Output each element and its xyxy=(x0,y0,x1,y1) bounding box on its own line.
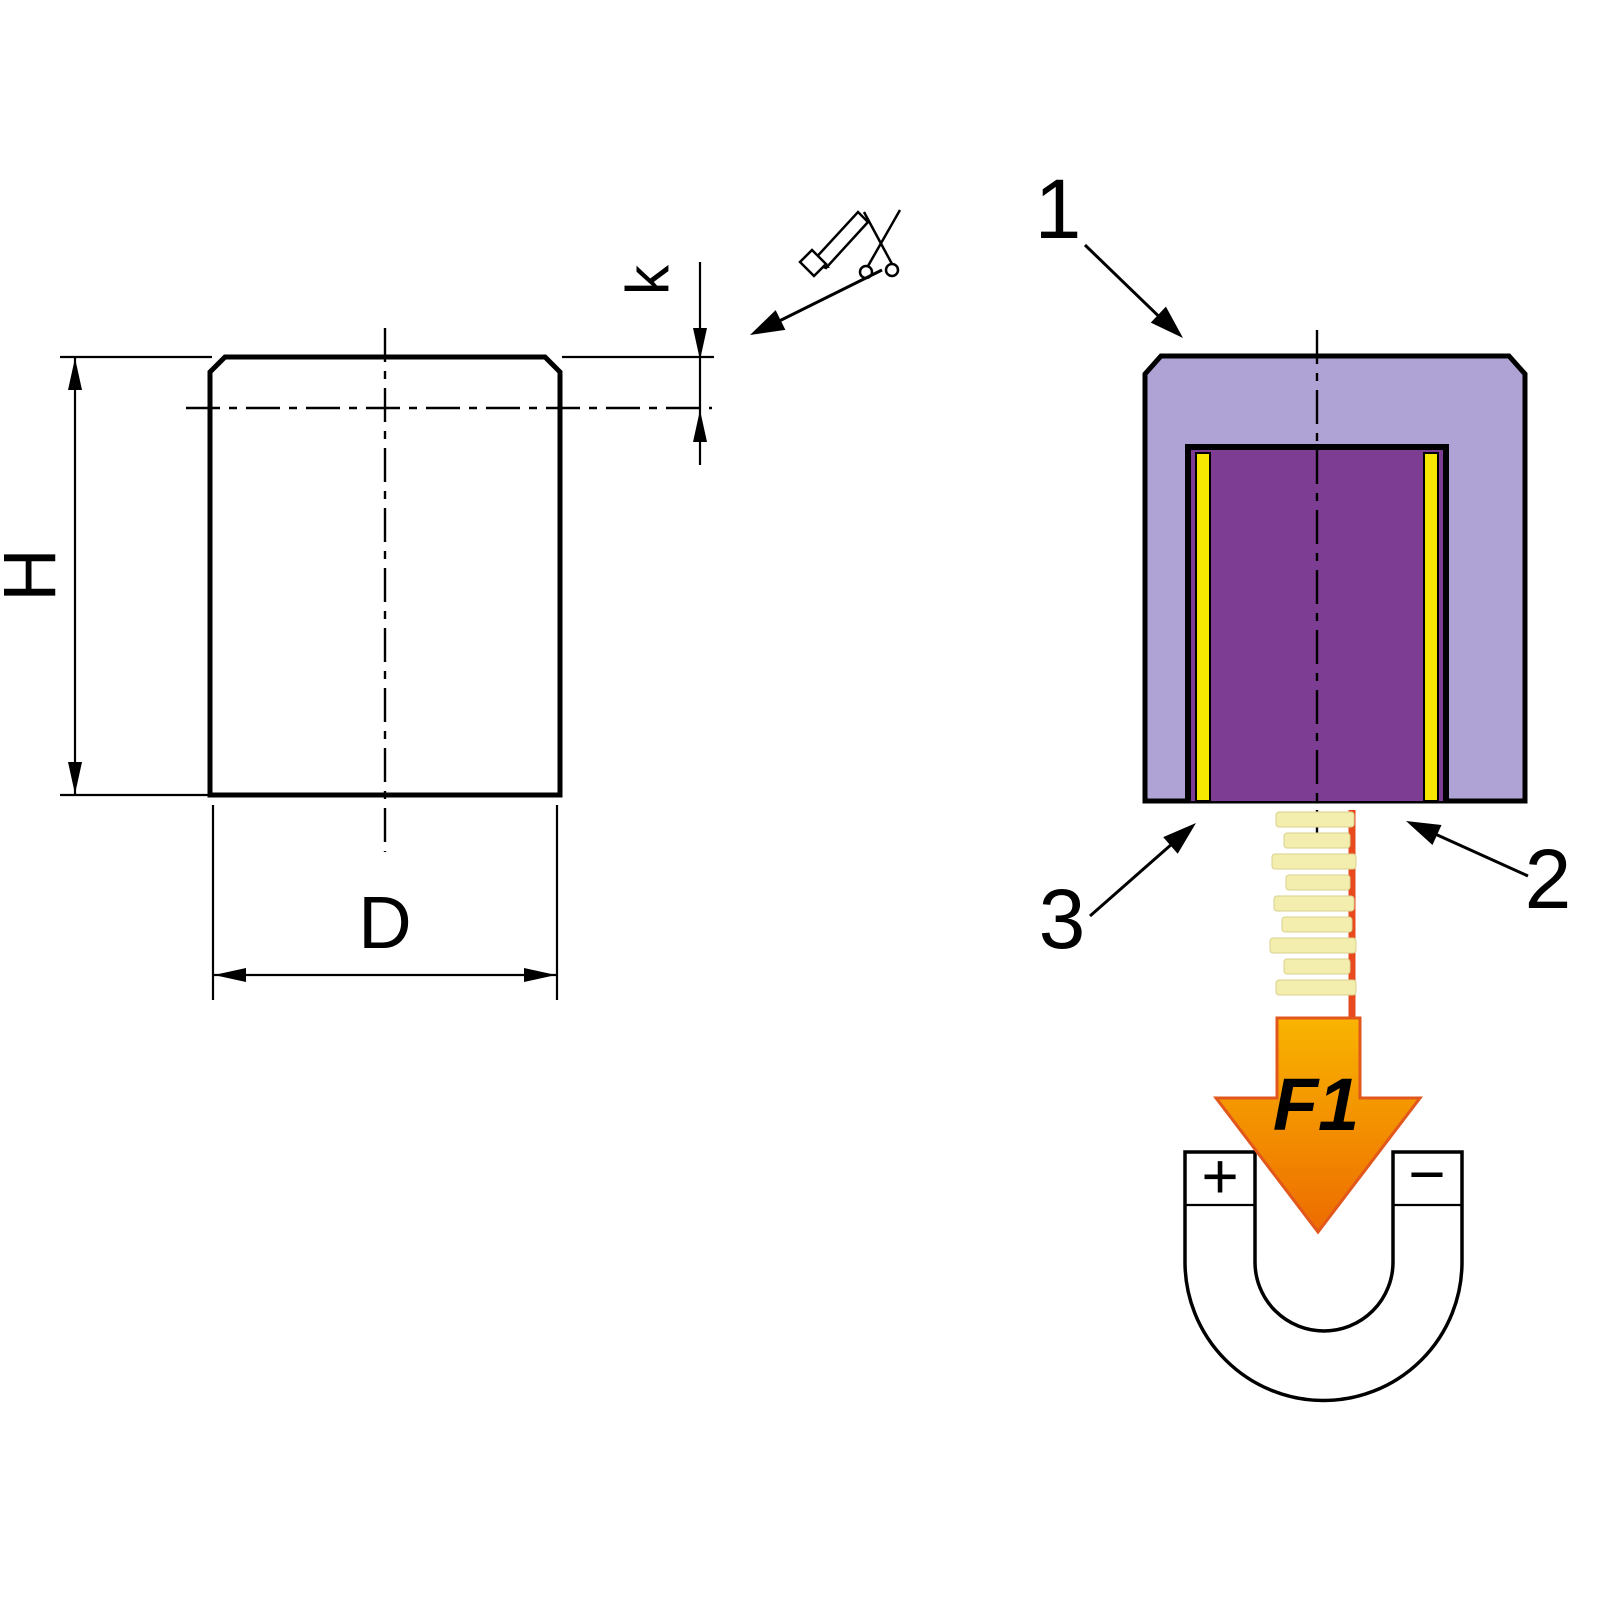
diameter-label: D xyxy=(358,881,411,964)
machining-symbol xyxy=(750,209,902,335)
front-view: H D k xyxy=(0,209,902,1000)
scissors-icon xyxy=(858,209,902,280)
dimension-height: H xyxy=(0,355,212,797)
dimension-diameter: D xyxy=(211,805,559,1000)
section-view: + − F1 1 xyxy=(1035,162,1572,1403)
force-arrow-shape xyxy=(1212,1016,1424,1235)
saw-icon xyxy=(798,210,870,278)
callout-housing: 1 xyxy=(1035,162,1183,338)
callout-separator: 3 xyxy=(1039,823,1196,966)
callout-magnet-label: 2 xyxy=(1525,832,1572,926)
k-label: k xyxy=(614,264,681,295)
separator-strips xyxy=(1195,452,1439,802)
horseshoe-magnet: + − xyxy=(1183,1138,1464,1403)
dimension-k: k xyxy=(562,262,714,465)
height-label: H xyxy=(0,548,71,601)
north-pole-label: + xyxy=(1201,1140,1238,1212)
force-arrow: F1 xyxy=(1212,1016,1424,1235)
magnet-core xyxy=(1185,444,1449,801)
callout-separator-label: 3 xyxy=(1039,872,1086,966)
callout-housing-label: 1 xyxy=(1035,162,1082,256)
magnetic-field-stripes xyxy=(1269,811,1357,996)
callout-magnet: 2 xyxy=(1406,821,1572,926)
south-pole-label: − xyxy=(1408,1138,1445,1210)
force-label: F1 xyxy=(1273,1063,1359,1146)
